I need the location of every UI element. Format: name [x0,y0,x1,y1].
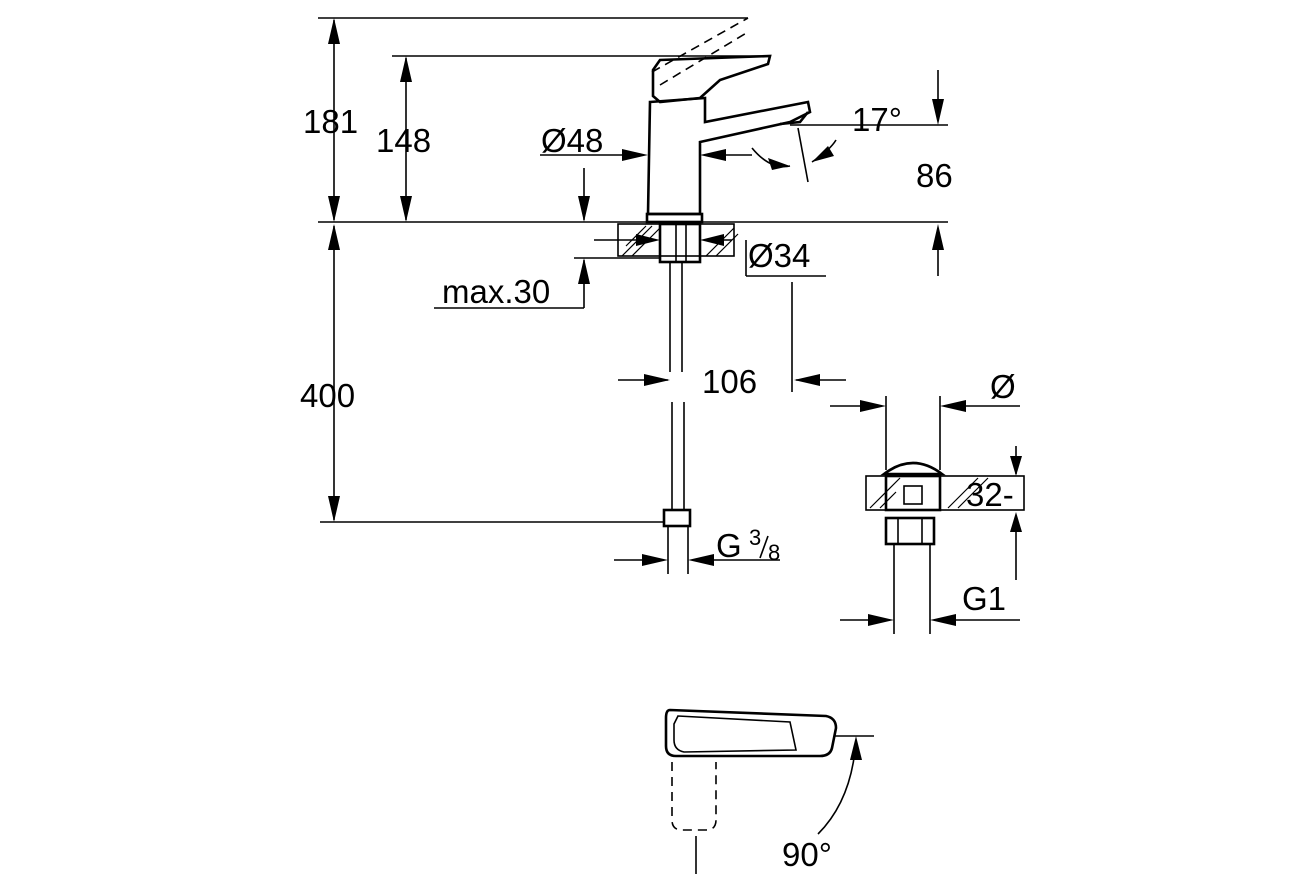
label-rotation-90: 90° [782,836,832,873]
label-thread-denominator: 8 [768,540,780,565]
label-waste-thread: G1 [962,580,1006,617]
label-max-30: max.30 [442,273,550,310]
waste-nut [884,516,936,546]
label-waste-range: 32- [966,476,1014,513]
label-181: 181 [303,103,358,140]
label-thread-numerator: 3 [749,525,761,550]
dimension-labels: 181 148 Ø48 17° 86 Ø34 max.30 106 400 G … [300,101,1016,873]
lever-outline [651,54,772,104]
mounting-shank [658,222,702,264]
label-148: 148 [376,122,431,159]
dimension-lines [318,17,948,566]
label-400: 400 [300,377,355,414]
base-ring [645,212,704,224]
label-diameter-48: Ø48 [541,122,603,159]
label-thread-g: G [716,527,742,564]
waste-cap [880,461,946,476]
lever-top-outline [664,708,838,758]
lever-top-view [664,708,874,874]
lever-rotated-outline [671,762,717,831]
label-angle-17: 17° [852,101,902,138]
label-waste-diameter: Ø [990,368,1016,405]
hose-nut [662,508,692,528]
label-diameter-34: Ø34 [748,237,810,274]
waste-view [830,396,1025,634]
spout-tip [779,111,810,126]
faucet-body [646,96,812,216]
label-86: 86 [916,157,953,194]
label-106: 106 [702,363,757,400]
faucet-side-view [318,17,948,574]
